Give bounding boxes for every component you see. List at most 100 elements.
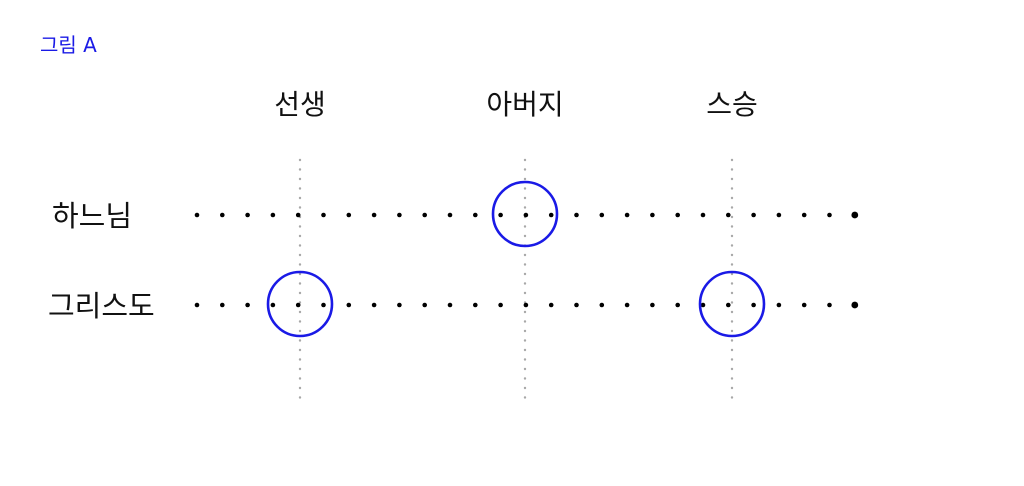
highlight-circles [266, 180, 766, 338]
guide-dot [523, 282, 527, 285]
guide-dot [523, 234, 527, 238]
figure-label: 그림 A [40, 33, 97, 57]
guide-dot [523, 263, 527, 266]
row-dot [851, 211, 859, 219]
row-dot [245, 302, 250, 308]
row-dot [599, 212, 605, 218]
row-label-god: 하느님 [52, 199, 132, 233]
guide-dot [298, 339, 302, 342]
guide-dot [523, 339, 527, 342]
guide-dot [523, 196, 527, 200]
guide-dot [730, 367, 734, 371]
row-dot [245, 212, 250, 218]
guide-dot [730, 234, 734, 238]
guide-dot [730, 177, 734, 181]
guide-dot [298, 367, 302, 371]
guide-dot [298, 272, 302, 276]
guide-dot [730, 329, 734, 333]
row-dot [498, 212, 503, 218]
guide-dot [730, 310, 734, 314]
guide-dot [298, 291, 302, 295]
guide-dot [523, 272, 527, 276]
guide-dot [523, 206, 527, 209]
guide-dot [730, 253, 734, 257]
row-dot [726, 302, 731, 308]
row-dot [751, 302, 756, 308]
row-dot [473, 302, 478, 308]
guide-dot [298, 282, 302, 285]
row-dot [776, 212, 782, 218]
row-dot [447, 212, 453, 218]
highlight-circle [266, 270, 334, 338]
row-dot [321, 212, 326, 218]
guide-dot [730, 282, 734, 285]
guide-dot [730, 320, 734, 323]
guide-dot [523, 168, 527, 171]
guide-dot [298, 196, 302, 200]
guide-dot [298, 358, 302, 361]
row-dot [650, 212, 655, 218]
column-label-father: 아버지 [486, 88, 563, 121]
row-dot [473, 212, 478, 218]
highlight-circle [491, 180, 559, 248]
guide-dot [523, 358, 527, 361]
guide-dot [730, 168, 734, 171]
guide-dot [730, 386, 734, 390]
row-dot [851, 301, 859, 309]
guide-dot [298, 263, 302, 266]
guide-dot [298, 168, 302, 171]
row-dot [447, 302, 453, 308]
guide-dot [730, 377, 734, 380]
row-dot [776, 302, 782, 308]
guide-dot [523, 158, 527, 162]
row-dot [422, 302, 428, 308]
guide-dot [523, 253, 527, 257]
row-dot [700, 302, 706, 308]
guide-dot [523, 329, 527, 333]
row-dot [194, 302, 200, 308]
dotted-row-lines [194, 211, 859, 309]
row-dot [801, 212, 807, 218]
row-dot [346, 302, 352, 308]
guide-dot [730, 225, 734, 228]
guide-dot [523, 396, 527, 399]
guide-dot [523, 377, 527, 380]
row-dot [827, 302, 832, 308]
row-dot [700, 212, 706, 218]
guide-dot [730, 263, 734, 266]
row-dot [346, 212, 352, 218]
guide-dot [523, 310, 527, 314]
column-label-teacher: 선생 [274, 88, 326, 121]
guide-dot [298, 377, 302, 380]
guide-dot [523, 320, 527, 323]
guide-dot [523, 187, 527, 190]
guide-dot [523, 367, 527, 371]
row-dot [397, 212, 402, 218]
row-dot [801, 302, 807, 308]
guide-dot [298, 187, 302, 190]
row-dot [270, 212, 276, 218]
row-dot [624, 302, 630, 308]
guide-dot [523, 225, 527, 228]
guide-dot [523, 386, 527, 390]
guide-dot [298, 244, 302, 247]
row-dot [751, 212, 756, 218]
row-dot [371, 302, 377, 308]
row-dot [295, 302, 301, 308]
guide-dot [523, 348, 527, 352]
guide-dot [298, 320, 302, 323]
row-dot [827, 212, 832, 218]
guide-dot [730, 196, 734, 200]
row-dot [599, 302, 605, 308]
guide-dot [730, 396, 734, 399]
row-dot [675, 212, 680, 218]
guide-dot [298, 310, 302, 314]
row-label-christ: 그리스도 [48, 289, 155, 323]
column-label-master: 스승 [706, 88, 758, 121]
row-dot [194, 212, 200, 218]
row-dot [498, 302, 503, 308]
row-dot [220, 302, 225, 308]
guide-dot [730, 215, 734, 219]
guide-dot [730, 187, 734, 190]
